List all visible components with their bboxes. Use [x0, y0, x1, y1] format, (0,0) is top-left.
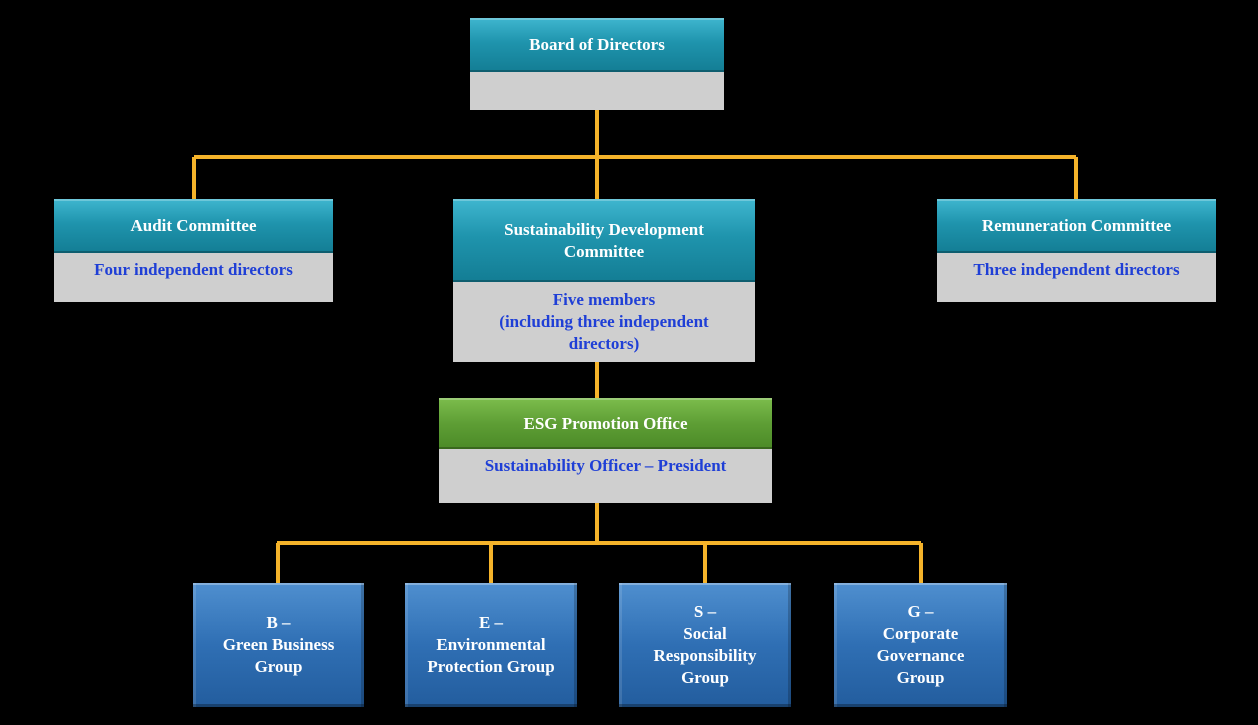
esg-office-title: ESG Promotion Office: [439, 398, 772, 449]
sustainability-committee-node: Sustainability Development Committee Fiv…: [453, 199, 755, 362]
group-b-line1: B –: [266, 613, 291, 632]
group-s-line1: S –: [693, 602, 717, 621]
group-s-line4: Group: [681, 668, 729, 687]
sustainability-title-line1: Sustainability Development: [504, 219, 704, 239]
board-body: [470, 72, 724, 110]
group-g-line2: Corporate: [882, 624, 959, 643]
board-node: Board of Directors: [470, 18, 724, 110]
sustainability-committee-title: Sustainability Development Committee: [453, 199, 755, 282]
sustainability-committee-members: Five members (including three independen…: [453, 282, 755, 362]
group-b-node: B – Green Business Group: [193, 583, 364, 707]
group-b-line2: Green Business: [222, 635, 335, 654]
group-g-node: G – Corporate Governance Group: [834, 583, 1007, 707]
audit-committee-title: Audit Committee: [54, 199, 333, 253]
remuneration-committee-node: Remuneration Committee Three independent…: [937, 199, 1216, 302]
board-title: Board of Directors: [470, 18, 724, 72]
remuneration-committee-title: Remuneration Committee: [937, 199, 1216, 253]
audit-committee-node: Audit Committee Four independent directo…: [54, 199, 333, 302]
audit-committee-members: Four independent directors: [54, 253, 333, 302]
esg-office-node: ESG Promotion Office Sustainability Offi…: [439, 398, 772, 503]
esg-office-officer: Sustainability Officer – President: [439, 449, 772, 503]
group-e-line3: Protection Group: [427, 657, 555, 676]
group-e-line2: Environmental: [436, 635, 546, 654]
sustainability-title-line2: Committee: [563, 241, 645, 261]
group-e-node: E – Environmental Protection Group: [405, 583, 577, 707]
group-e-line1: E –: [478, 613, 504, 632]
group-s-node: S – Social Responsibility Group: [619, 583, 791, 707]
group-g-line1: G –: [907, 602, 934, 621]
group-g-line4: Group: [896, 668, 945, 687]
remuneration-committee-members: Three independent directors: [937, 253, 1216, 302]
sustainability-members-line3: directors): [568, 334, 640, 353]
sustainability-members-line2: (including three independent: [499, 312, 709, 331]
group-s-line3: Responsibility: [653, 646, 757, 665]
sustainability-members-line1: Five members: [552, 290, 656, 309]
group-b-line3: Group: [254, 657, 303, 676]
group-g-line3: Governance: [876, 646, 965, 665]
group-s-line2: Social: [683, 624, 727, 643]
